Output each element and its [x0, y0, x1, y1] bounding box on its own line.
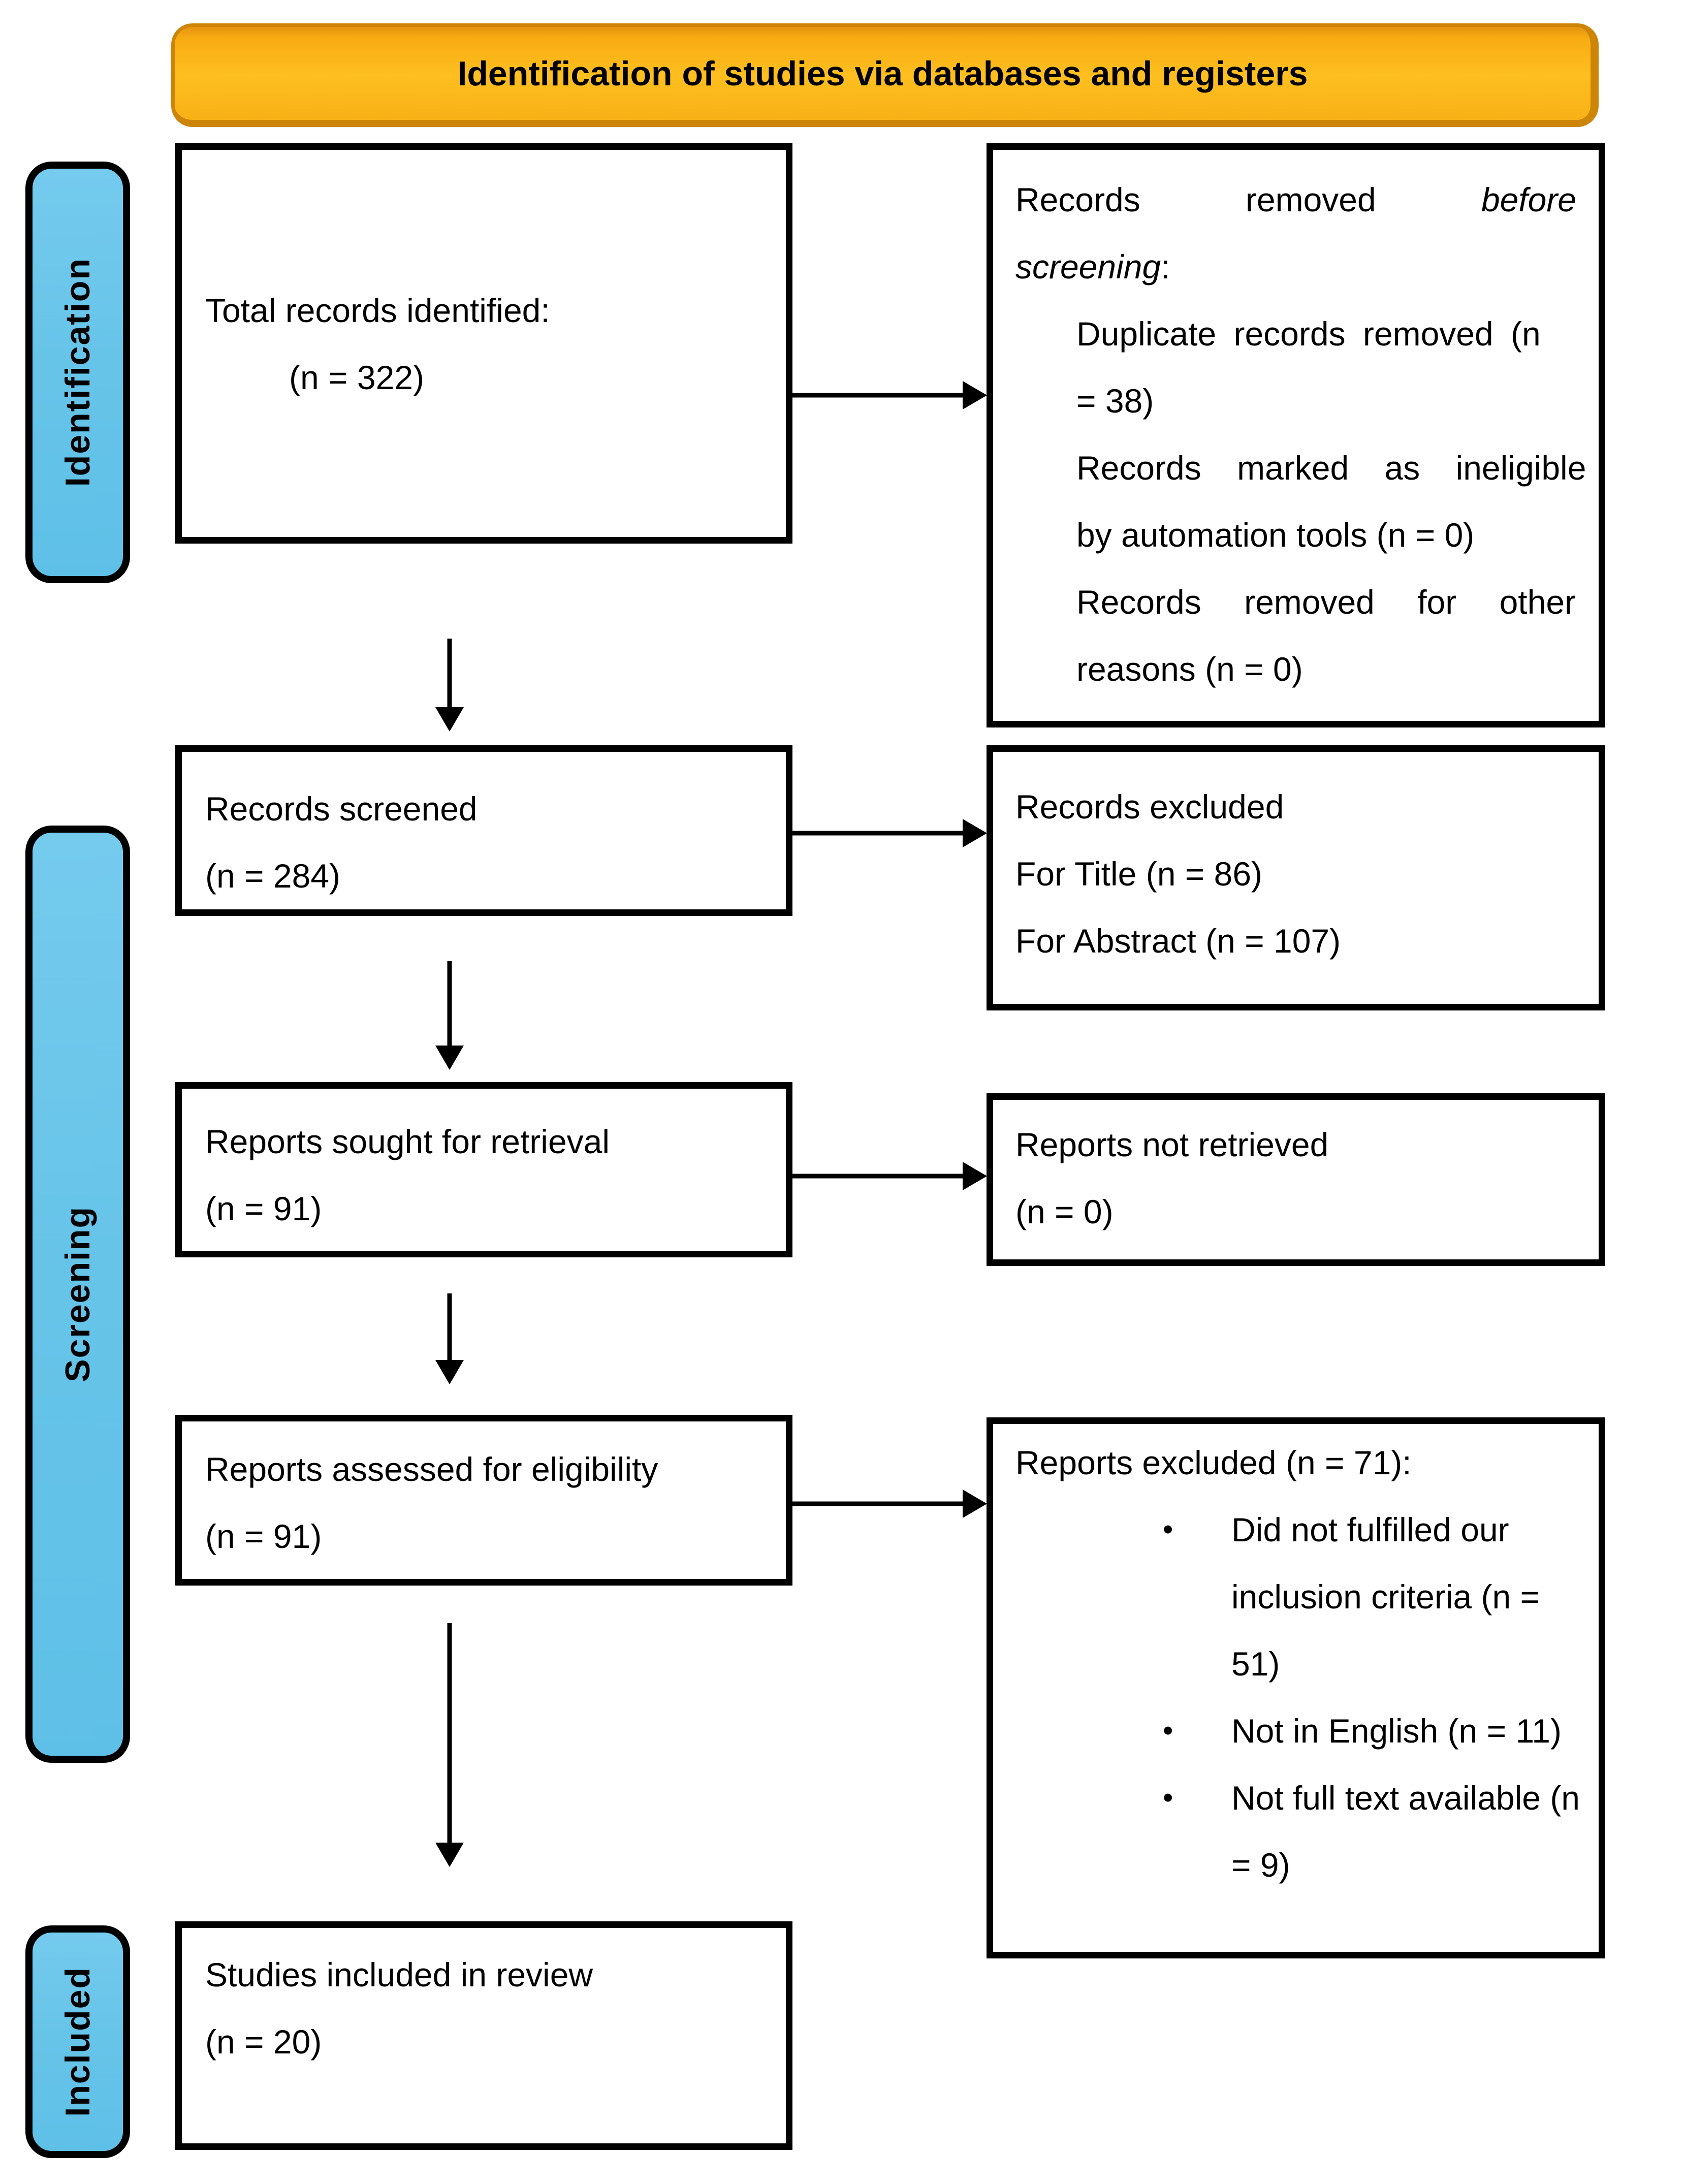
records-removed-colon: : [1161, 248, 1170, 286]
box-records-screened: Records screened (n = 284) [175, 745, 792, 916]
box-reports-assessed: Reports assessed for eligibility (n = 91… [175, 1415, 792, 1586]
stage-label-included: Included [25, 1925, 130, 2158]
stage-label-included-text: Included [58, 1967, 97, 2117]
records-removed-screening-word: screening [1015, 248, 1161, 286]
stage-label-identification: Identification [25, 162, 130, 583]
arrow-sought-to-not-retrieved [792, 1162, 987, 1190]
removed-item-other-line2: reasons (n = 0) [1076, 650, 1303, 688]
box-reports-sought-line1: Reports sought for retrieval [205, 1123, 610, 1160]
box-reports-sought: Reports sought for retrieval (n = 91) [175, 1082, 792, 1257]
arrow-screened-to-sought [435, 961, 464, 1070]
arrow-identified-to-screened [435, 639, 464, 732]
box-studies-included-count: (n = 20) [205, 2023, 322, 2061]
excluded-bullet-fulltext-line2: = 9) [1231, 1846, 1290, 1884]
excluded-bullet-english: • Not in English (n = 11) [1015, 1697, 1576, 1764]
box-records-screened-line1: Records screened [205, 790, 478, 828]
box-total-records-identified: Total records identified: (n = 322) [175, 143, 792, 544]
box-studies-included-line1: Studies included in review [205, 1956, 593, 1993]
reports-excluded-heading: Reports excluded (n = 71): [1015, 1444, 1412, 1481]
bullet-icon: • [1163, 1513, 1173, 1546]
arrow-screened-to-excluded [792, 819, 987, 847]
box-total-records-line1: Total records identified: [205, 292, 550, 329]
removed-item-automation-line2: by automation tools (n = 0) [1076, 516, 1475, 554]
excluded-bullet-criteria-line1: • Did not fulfilled our [1015, 1496, 1576, 1563]
box-reports-assessed-count: (n = 91) [205, 1517, 322, 1555]
box-reports-sought-count: (n = 91) [205, 1190, 322, 1227]
bullet-icon: • [1163, 1781, 1173, 1814]
removed-item-duplicates-line1: Duplicate records removed (n [1076, 315, 1541, 353]
diagram-title-banner: Identification of studies via databases … [171, 23, 1599, 127]
arrow-assessed-to-included [435, 1623, 464, 1867]
box-records-screened-count: (n = 284) [205, 857, 340, 895]
excluded-fulltext-text1: Not full text available (n [1231, 1779, 1580, 1817]
records-excluded-title-count: For Title (n = 86) [1015, 855, 1263, 893]
removed-item-automation-line1: Records marked as ineligible [1076, 449, 1586, 487]
diagram-title: Identification of studies via databases … [457, 54, 1308, 93]
records-removed-word3: before [1481, 181, 1576, 218]
records-removed-word2: removed [1245, 181, 1376, 218]
box-reports-excluded: Reports excluded (n = 71): • Did not ful… [987, 1417, 1605, 1958]
records-removed-heading-line2: screening: [1015, 233, 1576, 300]
excluded-bullet-fulltext-line1: • Not full text available (n [1015, 1764, 1580, 1831]
removed-item-other-line1: Records removed for other [1076, 583, 1576, 621]
reports-not-retrieved-line1: Reports not retrieved [1015, 1126, 1329, 1163]
excluded-bullet-criteria-line2: inclusion criteria (n = [1231, 1578, 1540, 1616]
stage-label-screening-text: Screening [58, 1206, 97, 1382]
stage-label-identification-text: Identification [58, 258, 97, 487]
records-excluded-line1: Records excluded [1015, 788, 1284, 826]
records-removed-word1: Records [1015, 181, 1140, 218]
bullet-icon: • [1163, 1714, 1173, 1747]
removed-item-duplicates-line2: = 38) [1076, 382, 1154, 420]
box-records-excluded: Records excluded For Title (n = 86) For … [987, 745, 1605, 1010]
arrow-sought-to-assessed [435, 1293, 464, 1384]
box-reports-assessed-line1: Reports assessed for eligibility [205, 1450, 658, 1488]
box-studies-included: Studies included in review (n = 20) [175, 1921, 792, 2150]
arrow-assessed-to-reports-excluded [792, 1490, 987, 1518]
excluded-bullet-criteria-line3: 51) [1231, 1645, 1280, 1683]
records-excluded-abstract-count: For Abstract (n = 107) [1015, 922, 1341, 960]
box-total-records-count: (n = 322) [289, 359, 424, 396]
box-reports-not-retrieved: Reports not retrieved (n = 0) [987, 1093, 1605, 1266]
arrow-identified-to-removed [792, 381, 987, 409]
records-removed-heading-line1: Records removed before [1015, 166, 1576, 233]
box-records-removed-before-screening: Records removed before screening: Duplic… [987, 143, 1605, 727]
stage-label-screening: Screening [25, 826, 130, 1763]
excluded-criteria-text1: Did not fulfilled our [1231, 1511, 1509, 1548]
excluded-english-text: Not in English (n = 11) [1231, 1712, 1562, 1750]
reports-not-retrieved-count: (n = 0) [1015, 1193, 1114, 1230]
